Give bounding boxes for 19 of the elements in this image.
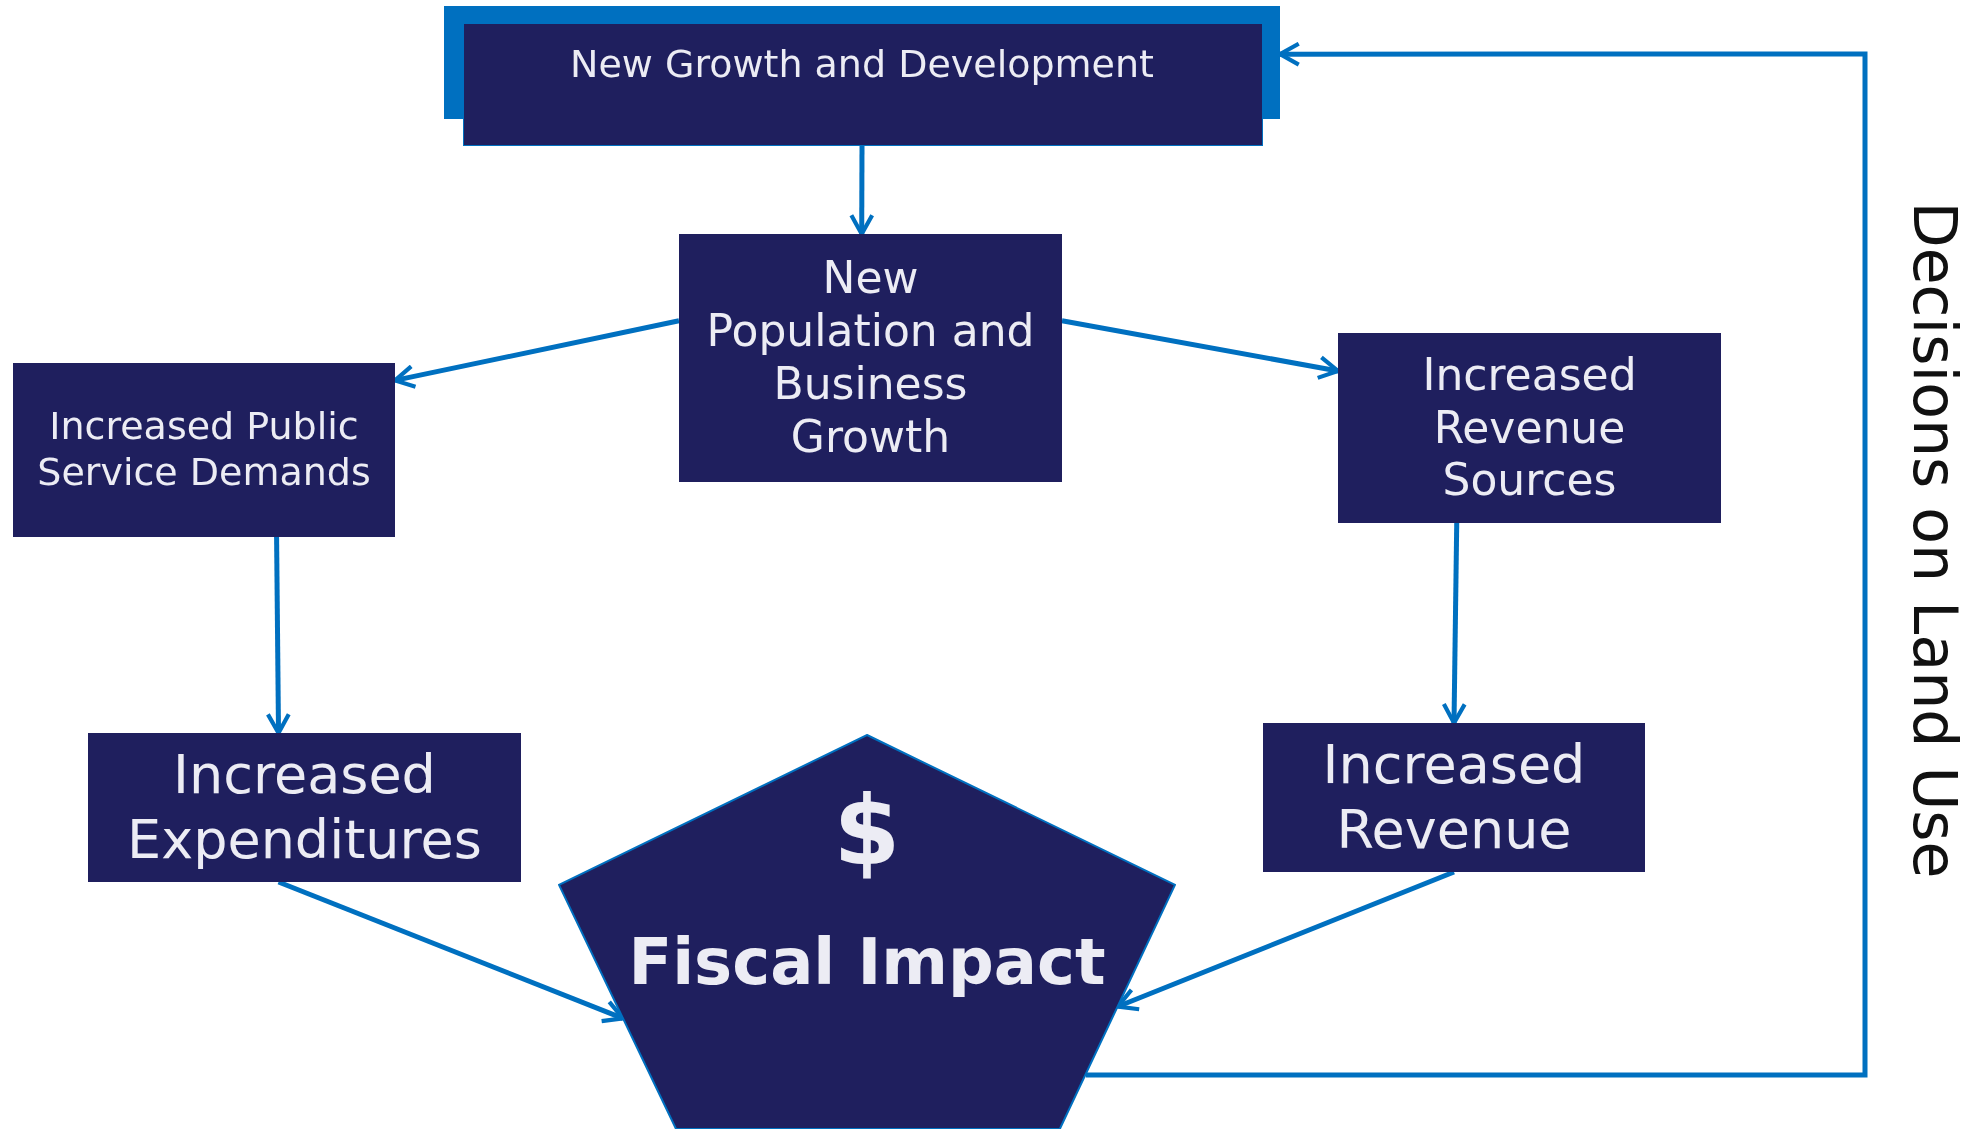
- arrow: [849, 146, 875, 237]
- node-text: Fiscal Impact: [627, 924, 1107, 1001]
- node-text: New Growth and Development: [569, 42, 1155, 88]
- process-box: [13, 363, 395, 537]
- arrow: [265, 536, 291, 736]
- arrow: [1441, 522, 1467, 726]
- arrow: [1085, 41, 1868, 1078]
- process-box: [88, 733, 521, 882]
- node-text: Increased Revenue: [1321, 732, 1587, 863]
- node-text: Increased Revenue Sources: [1421, 348, 1638, 508]
- node-text: New Population and Business Growth: [705, 252, 1036, 464]
- node-text: Increased Expenditures: [126, 742, 483, 873]
- process-box: [1338, 333, 1721, 523]
- pentagon-shape: [558, 734, 1176, 1129]
- process-box: [679, 234, 1062, 482]
- dollar-sign: $: [832, 774, 902, 889]
- framed-box: [444, 6, 1280, 146]
- process-box: [1263, 723, 1645, 872]
- node-text: Increased Public Service Demands: [36, 404, 372, 496]
